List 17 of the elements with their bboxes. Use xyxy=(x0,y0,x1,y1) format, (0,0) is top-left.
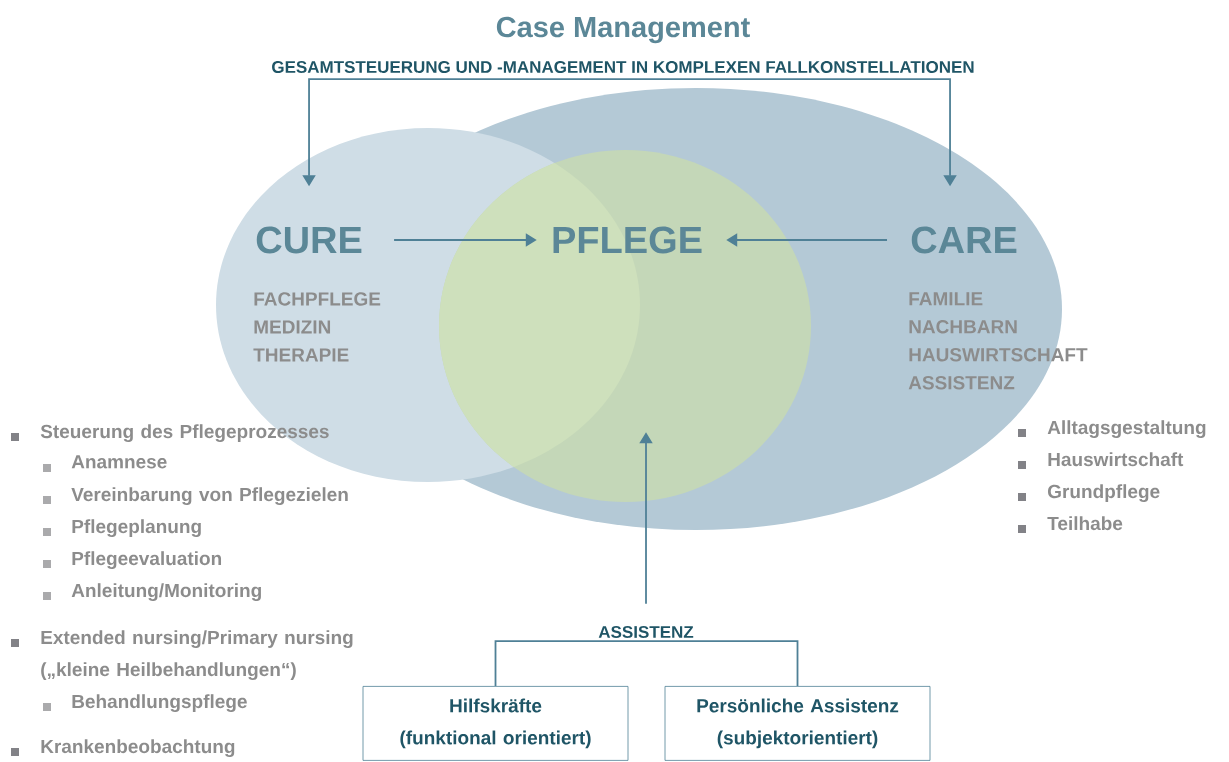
title: Case Management xyxy=(496,16,750,44)
list-item: Pflegeplanung xyxy=(43,519,201,537)
list-item: Extended nursing/Primary nursing („kleine Heilbehandlungen“) xyxy=(11,630,353,680)
list-item: Behandlungspflege xyxy=(43,694,247,712)
list-item: Anleitung/Monitoring xyxy=(43,583,261,601)
box: Persönliche Assistenz (subjektorientiert) xyxy=(664,686,931,761)
heading: ASSISTENZ xyxy=(598,625,694,638)
list-item: Anamnese xyxy=(43,455,167,472)
list-item: Hauswirtschaft xyxy=(1018,452,1184,469)
subtitle: GESAMTSTEUERUNG UND -MANAGEMENT IN KOMPLEXEN FALLKONSTELLATIONEN xyxy=(272,61,974,73)
list-item: Pflegeevaluation xyxy=(43,551,221,569)
box: Hilfskräfte (funktional orientiert) xyxy=(362,686,629,761)
list-item: Krankenbeobachtung xyxy=(11,739,235,757)
list-item: Alltagsgestaltung xyxy=(1018,420,1206,438)
list-item: Vereinbarung von Pflegezielen xyxy=(43,487,348,505)
list-item: Teilhabe xyxy=(1018,516,1123,533)
list-item: Grundpflege xyxy=(1018,484,1160,502)
